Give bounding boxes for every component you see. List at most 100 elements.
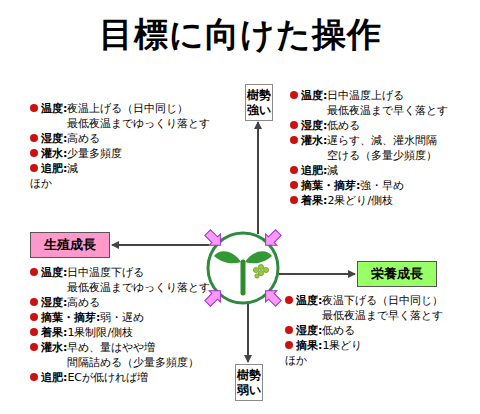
setting-key: 着果: [301,193,327,208]
setting-value: 夜温下げる（日中同じ） 最低夜温まで早く落とす [322,293,460,323]
axis-arrow [257,122,259,234]
setting-value: 遅らす、減、灌水間隔 空ける（多量少頻度） [327,133,465,163]
setting-value: 低める [327,118,360,133]
diagram-title: 目標に向けた操作 [0,12,480,56]
bullet-dot [30,134,38,142]
setting-key: 温度: [296,293,322,308]
setting-value: 高める [67,131,100,146]
note-text: ほか [285,353,307,368]
settings-list: 温度:夜温上げる（日中同じ） 最低夜温までゆっくり落とす湿度:高める灌水:少量多… [30,101,205,191]
settings-item: 灌水:少量多頻度 [30,146,205,161]
setting-key: 摘果: [296,338,322,353]
setting-value: ECが低ければ増 [67,370,148,385]
setting-key: 着果: [41,325,67,340]
flower-cluster [253,264,268,278]
setting-value: 2果どり/側枝 [327,193,393,208]
settings-item: 摘葉・摘芽:強・早め [290,178,465,193]
note-text: ほか [30,176,52,191]
axis-box: 樹勢 強い [245,84,273,121]
settings-item: 着果:2果どり/側枝 [290,193,465,208]
bullet-dot [30,104,38,112]
setting-key: 湿度: [296,323,322,338]
setting-key: 湿度: [41,131,67,146]
settings-item: 追肥:ECが低ければ増 [30,370,205,385]
setting-key: 温度: [41,265,67,280]
settings-item: 灌水:遅らす、減、灌水間隔 空ける（多量少頻度） [290,133,465,163]
settings-item: 温度:日中温度上げる 最低夜温まで早く落とす [290,88,465,118]
bullet-dot [30,343,38,351]
settings-item: 着果:1果制限/側枝 [30,325,205,340]
axis-arrow [247,303,249,362]
settings-item: ほか [285,353,460,368]
bullet-dot [30,149,38,157]
settings-item: 摘葉・摘芽:弱・遅め [30,310,205,325]
bullet-dot [285,326,293,334]
setting-key: 灌水: [301,133,327,148]
setting-key: 湿度: [301,118,327,133]
bullet-dot [30,268,38,276]
settings-item: 温度:日中温度下げる 最低夜温までゆっくり落とす [30,265,205,295]
setting-value: 夜温上げる（日中同じ） 最低夜温までゆっくり落とす [67,101,205,131]
bullet-dot [290,121,298,129]
setting-key: 温度: [41,101,67,116]
axis-label: 樹勢 強い [246,88,272,118]
axis-arrow [112,244,209,246]
setting-value: 減 [67,161,78,176]
setting-value: 減 [327,163,338,178]
setting-value: 高める [67,295,100,310]
bullet-dot [30,373,38,381]
settings-item: 摘果:1果どり [285,338,460,353]
setting-value: 弱・遅め [100,310,144,325]
settings-item: 湿度:低める [285,323,460,338]
setting-key: 追肥: [41,370,67,385]
bullet-dot [30,328,38,336]
setting-value: 1果どり [322,338,362,353]
settings-item: 湿度:低める [290,118,465,133]
settings-item: 温度:夜温上げる（日中同じ） 最低夜温までゆっくり落とす [30,101,205,131]
bullet-dot [290,181,298,189]
setting-value: 日中温度上げる 最低夜温まで早く落とす [327,88,465,118]
settings-item: 追肥:減 [290,163,465,178]
axis-box: 栄養成長 [357,261,437,287]
setting-key: 追肥: [41,161,67,176]
bullet-dot [30,164,38,172]
settings-list: 温度:日中温度下げる 最低夜温までゆっくり落とす湿度:高める摘葉・摘芽:弱・遅め… [30,265,205,385]
settings-list: 温度:夜温下げる（日中同じ） 最低夜温まで早く落とす湿度:低める摘果:1果どりほ… [285,293,460,368]
setting-key: 灌水: [41,340,67,355]
settings-item: 灌水:早め、量はやや増 間隔詰める（少量多頻度） [30,340,205,370]
setting-key: 湿度: [41,295,67,310]
settings-item: ほか [30,176,205,191]
bullet-dot [290,196,298,204]
axis-box: 樹勢 弱い [235,364,263,401]
setting-key: 摘葉・摘芽: [301,178,360,193]
axis-label: 栄養成長 [371,266,423,282]
setting-value: 少量多頻度 [67,146,122,161]
bullet-dot [290,136,298,144]
setting-value: 早め、量はやや増 間隔詰める（少量多頻度） [67,340,205,370]
axis-arrow [279,273,355,275]
settings-list: 温度:日中温度上げる 最低夜温まで早く落とす湿度:低める灌水:遅らす、減、灌水間… [290,88,465,208]
plant-leaf [214,251,241,263]
settings-item: 追肥:減 [30,161,205,176]
bullet-dot [285,341,293,349]
plant-stem [241,262,246,293]
bullet-dot [290,166,298,174]
bullet-dot [30,313,38,321]
axis-label: 生殖成長 [44,237,96,253]
settings-item: 湿度:高める [30,131,205,146]
setting-value: 低める [322,323,355,338]
setting-key: 温度: [301,88,327,103]
pink-arrow [202,227,284,309]
settings-item: 温度:夜温下げる（日中同じ） 最低夜温まで早く落とす [285,293,460,323]
bullet-dot [290,91,298,99]
axis-box: 生殖成長 [30,232,110,258]
setting-value: 日中温度下げる 最低夜温までゆっくり落とす [67,265,205,295]
setting-key: 灌水: [41,146,67,161]
setting-value: 1果制限/側枝 [67,325,133,340]
settings-item: 湿度:高める [30,295,205,310]
bullet-dot [285,296,293,304]
plant-leaf [245,251,272,263]
axis-label: 樹勢 弱い [236,368,262,398]
bullet-dot [30,298,38,306]
